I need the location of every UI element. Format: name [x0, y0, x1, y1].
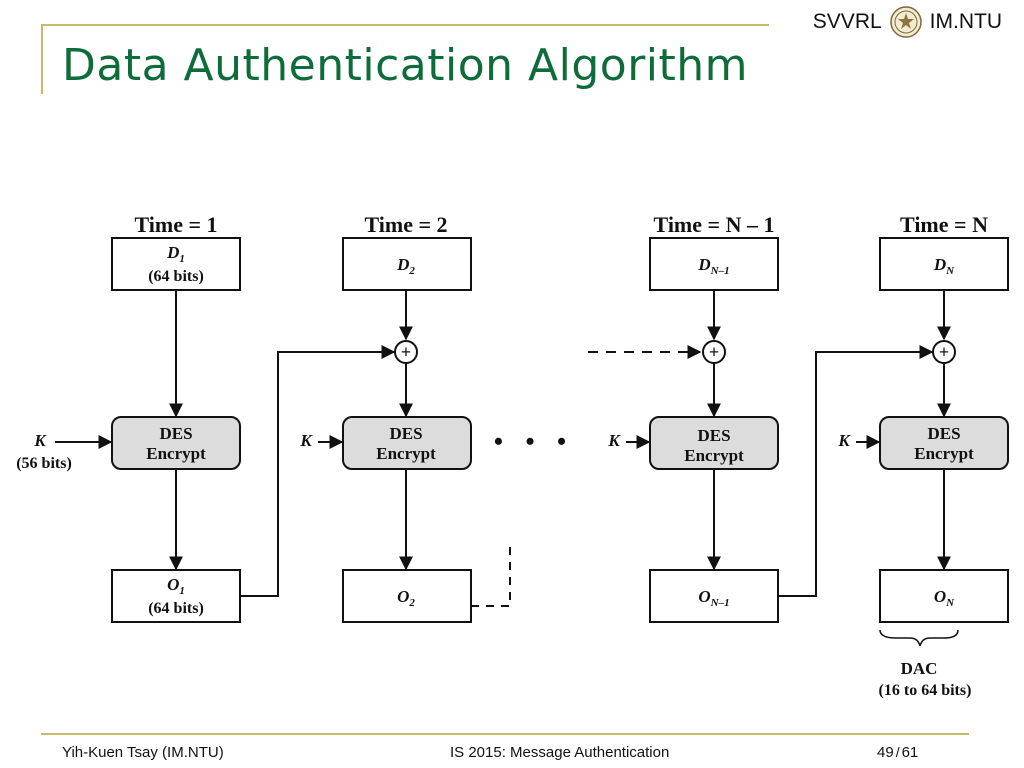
column-n-minus-1: Time = N – 1 DN–1 + DES Encrypt K ON–1 — [607, 212, 779, 623]
key-bits-1: (56 bits) — [16, 455, 72, 472]
input-label-4: DN — [933, 255, 955, 277]
time-label-4: Time = N — [900, 212, 988, 237]
header-brand: SVVRL IM.NTU — [813, 6, 1002, 38]
output-label-4: ON — [934, 587, 955, 609]
key-label-2: K — [299, 431, 313, 450]
page-total: 61 — [901, 744, 919, 761]
page-current: 49 — [877, 744, 894, 761]
key-label-4: K — [837, 431, 851, 450]
ellipsis: • • • — [494, 427, 574, 456]
time-label-3: Time = N – 1 — [654, 212, 775, 237]
time-label-1: Time = 1 — [134, 212, 217, 237]
feedback-arrow-1-to-2 — [240, 345, 396, 597]
xor-symbol-2: + — [401, 342, 411, 362]
encrypt-label-1: Encrypt — [146, 444, 206, 463]
output-box-2 — [342, 569, 472, 623]
output-label-1: O1 — [167, 575, 185, 597]
input-box-3 — [649, 237, 779, 291]
encrypt-label-2: Encrypt — [376, 444, 436, 463]
xor-symbol-4: + — [939, 342, 949, 362]
time-label-2: Time = 2 — [364, 212, 447, 237]
feedback-arrow-3-to-4 — [778, 345, 934, 597]
encrypt-label-4: Encrypt — [914, 444, 974, 463]
footer-course: IS 2015: Message Authentication — [450, 744, 670, 761]
des-label-4: DES — [927, 424, 960, 443]
dac-bits-label: (16 to 64 bits) — [879, 682, 972, 699]
brand-right-text: IM.NTU — [929, 10, 1002, 33]
dashed-continuation-out — [471, 545, 511, 607]
input-bits-1: (64 bits) — [148, 268, 204, 285]
des-label-2: DES — [389, 424, 422, 443]
key-label-1: K — [33, 431, 47, 450]
title-frame-horizontal — [41, 24, 769, 26]
output-box-4 — [879, 569, 1009, 623]
output-label-2: O2 — [397, 587, 415, 609]
university-seal-icon — [889, 6, 922, 38]
output-bits-1: (64 bits) — [148, 600, 204, 617]
key-label-3: K — [607, 431, 621, 450]
output-box-3 — [649, 569, 779, 623]
brand-left-text: SVVRL — [812, 10, 882, 33]
page-separator: / — [895, 744, 900, 760]
input-box-4 — [879, 237, 1009, 291]
footer-author: Yih-Kuen Tsay (IM.NTU) — [62, 744, 224, 761]
xor-symbol-3: + — [709, 342, 719, 362]
slide-title: Data Authentication Algorithm — [62, 40, 749, 91]
footer-page-number: 49/61 — [877, 744, 918, 761]
dac-brace — [879, 629, 959, 647]
column-n: Time = N DN + DES Encrypt K ON — [837, 212, 1009, 623]
input-label-3: DN–1 — [697, 255, 729, 277]
dac-label: DAC — [901, 659, 938, 678]
encrypt-label-3: Encrypt — [684, 446, 744, 465]
input-label-2: D2 — [396, 255, 415, 277]
output-box-1 — [111, 569, 241, 623]
output-label-3: ON–1 — [698, 587, 729, 609]
footer-divider — [41, 733, 969, 735]
input-box-1 — [111, 237, 241, 291]
input-box-2 — [342, 237, 472, 291]
column-1: Time = 1 D1 (64 bits) DES Encrypt K (56 … — [16, 212, 241, 623]
des-label-1: DES — [159, 424, 192, 443]
column-2: Time = 2 D2 + DES Encrypt K O2 — [299, 212, 472, 623]
title-frame-vertical — [41, 24, 43, 94]
des-label-3: DES — [697, 426, 730, 445]
input-label-1: D1 — [166, 243, 185, 265]
